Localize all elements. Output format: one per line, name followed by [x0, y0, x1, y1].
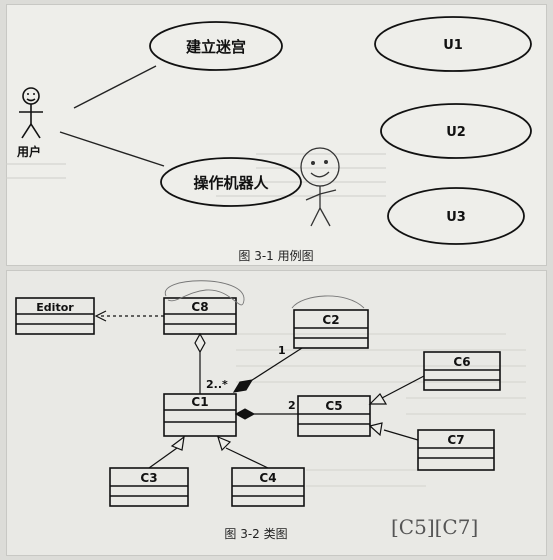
pencil-scribble	[165, 280, 365, 309]
use-case-diagram: 用户 建立迷宫 操作机器人 U1 U2 U3	[6, 16, 532, 263]
class-c2-label: C2	[322, 313, 339, 327]
class-c6-label: C6	[453, 355, 470, 369]
figure-3-1-caption: 图 3-1 用例图	[238, 249, 313, 263]
multiplicity-c2-end: 1	[278, 344, 286, 357]
class-c3-label: C3	[140, 471, 157, 485]
multiplicity-c1-end: 2..*	[206, 378, 228, 391]
generalization-c3-c1	[148, 435, 185, 469]
generalization-c7-c5	[368, 422, 419, 441]
class-c7-label: C7	[447, 433, 464, 447]
class-c1-label: C1	[191, 395, 208, 409]
aggregation-c1-c8	[194, 332, 206, 394]
class-c8-label: C8	[191, 300, 208, 314]
use-case-u2	[380, 103, 532, 159]
actor-user-label: 用户	[16, 144, 41, 159]
figure-3-2-caption: 图 3-2 类图	[224, 527, 287, 541]
class-c5-label: C5	[325, 399, 342, 413]
use-case-u3	[387, 187, 525, 245]
use-case-build-maze	[149, 21, 283, 71]
use-case-build-maze-label: 建立迷宫	[186, 38, 246, 56]
assoc-user-operate-robot	[59, 131, 165, 167]
use-case-operate-robot	[160, 157, 302, 207]
class-c4-label: C4	[259, 471, 276, 485]
use-case-diagram-panel: 用户 建立迷宫 操作机器人 U1 U2 U3	[6, 4, 547, 266]
multiplicity-c5-end: 2	[288, 399, 296, 412]
use-case-u2-label: U2	[446, 125, 466, 140]
associations	[59, 65, 165, 167]
class-editor	[15, 297, 95, 335]
assoc-user-build-maze	[73, 65, 157, 109]
handwritten-note: [C5][C7]	[391, 515, 478, 539]
background-texture	[6, 153, 386, 197]
composition-c1-c2	[232, 347, 303, 393]
use-case-u1-label: U1	[443, 38, 463, 53]
dependency-c8-editor	[94, 310, 164, 322]
class-c6	[423, 351, 501, 391]
use-case-u3-label: U3	[446, 210, 466, 225]
actor-user	[19, 87, 43, 139]
composition-c1-c5	[234, 408, 298, 420]
generalization-c4-c1	[217, 435, 269, 469]
generalization-c6-c5	[368, 375, 425, 405]
actor-head	[22, 87, 40, 105]
background-texture	[236, 333, 526, 487]
class-c2	[293, 309, 369, 349]
class-c5	[297, 395, 371, 437]
class-c7	[417, 429, 495, 471]
class-diagram-panel: Editor C8 C2 C6 C1 C5 C7 C3 C4	[6, 270, 547, 556]
class-editor-label: Editor	[36, 301, 74, 314]
use-case-u1	[374, 16, 532, 72]
class-diagram: Editor C8 C2 C6 C1 C5 C7 C3 C4	[15, 280, 526, 541]
use-case-operate-robot-label: 操作机器人	[193, 174, 269, 192]
robot-doodle-icon	[300, 147, 340, 227]
